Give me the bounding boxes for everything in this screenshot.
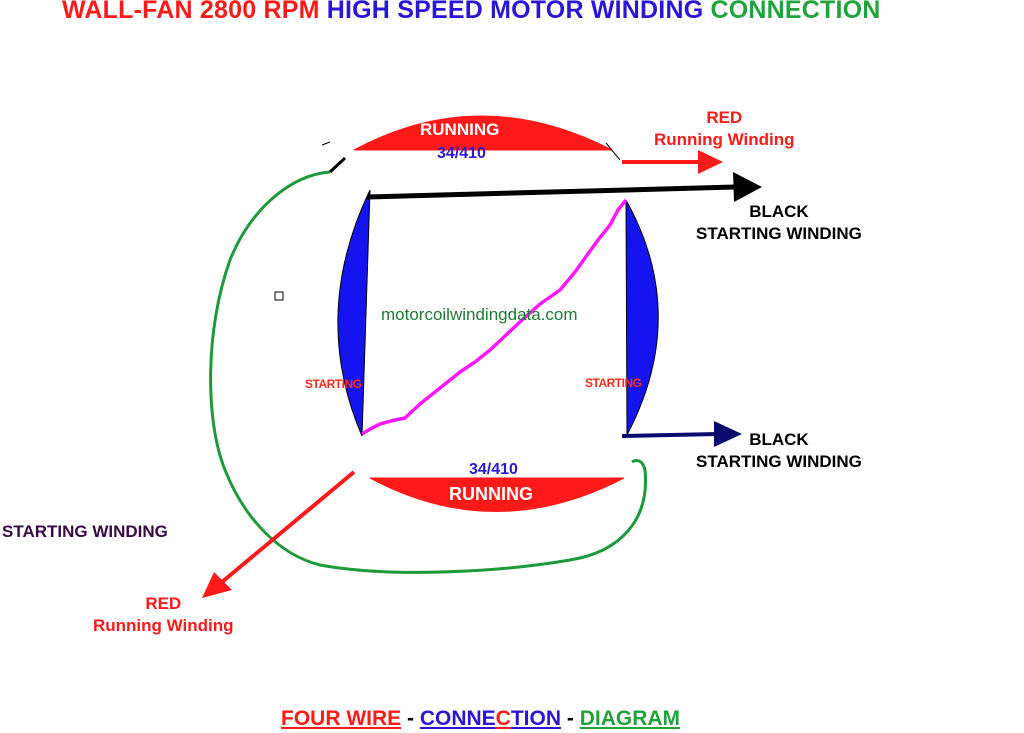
top-black-wire-label: BLACK STARTING WINDING [696,201,862,245]
title-part-1: WALL-FAN 2800 RPM [62,0,320,24]
bottom-black-wire-desc: STARTING WINDING [696,452,862,471]
bottom-black-wire-color: BLACK [749,430,809,449]
top-black-wire-color: BLACK [749,202,809,221]
right-coil-label: STARTING [585,376,642,390]
bottom-black-wire-label: BLACK STARTING WINDING [696,429,862,473]
bottom-red-wire-label: RED Running Winding [93,593,234,637]
footer-sep-2: - [561,707,580,730]
title-part-2: HIGH SPEED MOTOR WINDING [326,0,704,24]
bottom-black-arrowhead [714,421,742,447]
top-red-wire-color: RED [706,108,743,127]
top-red-wire-desc: Running Winding [654,130,795,149]
right-starting-coil [625,199,659,436]
footer-conne: CONNE [419,707,496,730]
left-coil-label: STARTING [305,377,362,391]
bottom-red-wire-desc: Running Winding [93,616,234,635]
top-red-wire-label: RED Running Winding [654,107,795,151]
starting-winding-note: STARTING WINDING [2,522,168,541]
top-coil-label: RUNNING [420,120,500,139]
jumper-wire [361,198,628,436]
footer-c: C [495,707,511,730]
bottom-coil-label: RUNNING [449,484,533,504]
diagram-title: WALL-FAN 2800 RPM HIGH SPEED MOTOR WINDI… [62,0,881,25]
bottom-red-arrowhead [202,572,232,598]
top-coil-edge [605,142,621,161]
website-watermark: motorcoilwindingdata.com [381,305,578,324]
bottom-red-arrow-line [220,470,356,584]
top-black-arrowhead [733,172,762,202]
top-red-arrowhead [698,150,723,174]
loop-lead-tick [328,156,347,174]
bottom-black-arrow-line [621,432,719,438]
top-coil-turns: 34/410 [437,145,486,162]
top-black-wire-desc: STARTING WINDING [696,224,862,243]
footer-sep-1: - [401,707,420,730]
footer-tion: TION [510,707,562,730]
footer-four-wire: FOUR WIRE [281,707,402,730]
bottom-running-coil [369,477,625,512]
green-loop-wire [209,170,648,574]
diagram-footer: FOUR WIRE - CONNECTION - DIAGRAM [281,707,680,731]
title-part-3: CONNECTION [710,0,881,24]
marker-square [274,291,284,301]
top-black-arrow-line [366,184,736,200]
loop-lead-dash [321,141,331,146]
footer-diagram: DIAGRAM [579,707,681,730]
bottom-coil-turns: 34/410 [469,461,518,478]
bottom-red-wire-color: RED [145,594,182,613]
left-starting-coil [337,189,371,437]
top-running-coil [353,115,613,151]
